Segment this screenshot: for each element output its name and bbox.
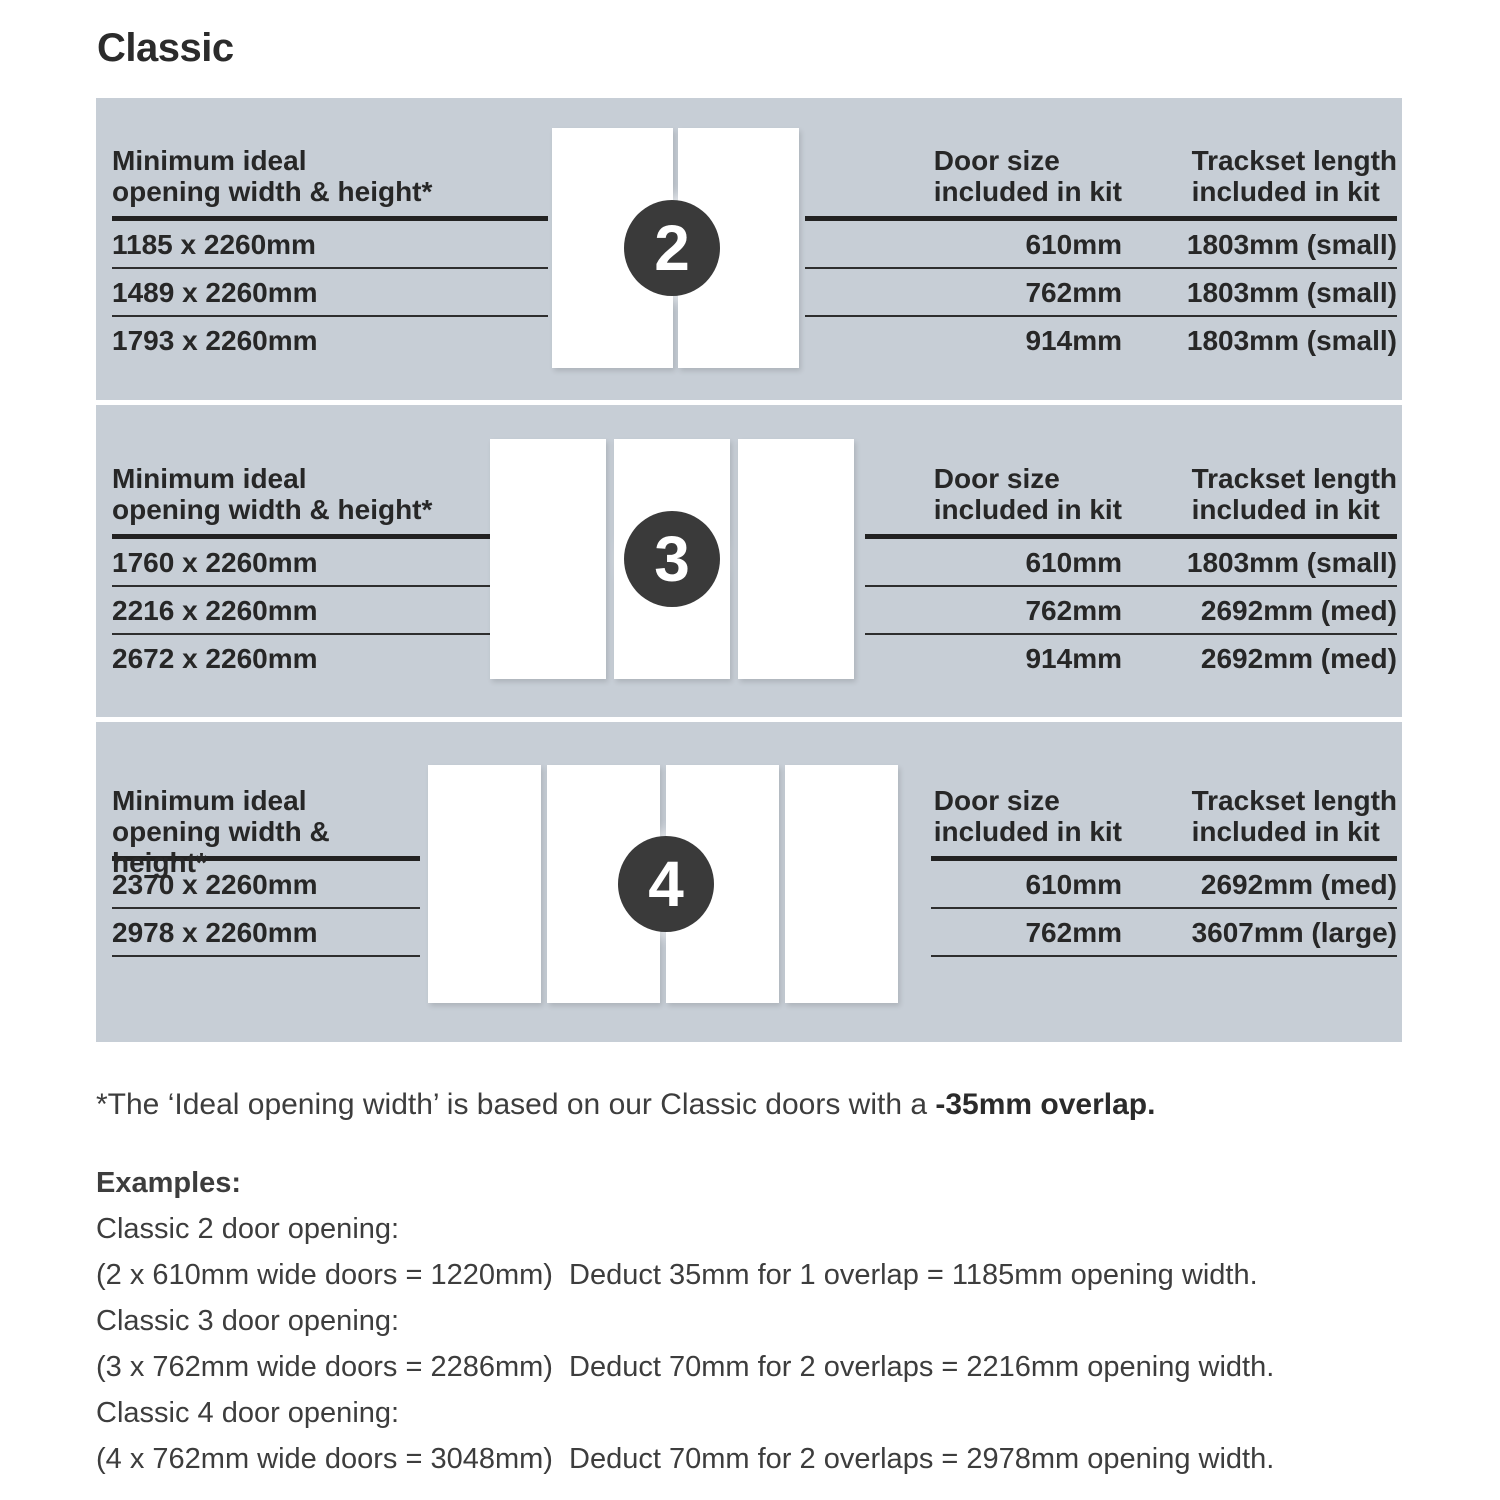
trackset-header-line2: included in kit: [1191, 176, 1380, 207]
header-rule: [112, 534, 548, 539]
opening-header-line2: opening width & height*: [112, 494, 433, 525]
kit-table: Door size included in kit Trackset lengt…: [805, 145, 1397, 365]
kit-table-header: Door size included in kit Trackset lengt…: [865, 463, 1397, 534]
door-size-header-line2: included in kit: [933, 494, 1122, 525]
door-count-number: 2: [654, 212, 690, 284]
example-line: Classic 3 door opening:: [96, 1305, 400, 1337]
opening-header-line1: Minimum ideal: [112, 463, 307, 494]
examples-heading: Examples:: [96, 1167, 242, 1199]
trackset-header-line1: Trackset length: [1191, 463, 1397, 494]
door-size-header-line2: included in kit: [933, 176, 1122, 207]
kit-table: Door size included in kit Trackset lengt…: [865, 463, 1397, 683]
door-size-header-line1: Door size: [933, 463, 1060, 494]
page-title: Classic: [97, 26, 234, 70]
opening-size-value: 2672 x 2260mm: [112, 643, 318, 674]
trackset-header-line1: Trackset length: [1191, 785, 1397, 816]
example-line: Classic 2 door opening:: [96, 1213, 400, 1245]
door-size-value: 762mm: [1025, 277, 1122, 308]
opening-header: Minimum ideal opening width & height*: [112, 785, 420, 878]
trackset-length-value: 2692mm (med): [1200, 869, 1397, 900]
trackset-length-value: 1803mm (small): [1186, 229, 1397, 260]
opening-size-value: 1793 x 2260mm: [112, 325, 318, 356]
kit-table-header: Door size included in kit Trackset lengt…: [931, 785, 1397, 856]
header-rule: [112, 216, 548, 221]
door-panel: [490, 439, 606, 679]
trackset-length-value: 2692mm (med): [1200, 643, 1397, 674]
footnote: *The ‘Ideal opening width’ is based on o…: [96, 1086, 1426, 1124]
door-size-value: 610mm: [1025, 547, 1122, 578]
door-size-value: 610mm: [1025, 869, 1122, 900]
kit-table-header: Door size included in kit Trackset lengt…: [805, 145, 1397, 216]
door-size-header-line1: Door size: [933, 145, 1060, 176]
section-3-door: Minimum ideal opening width & height* 17…: [96, 405, 1402, 717]
door-panel: [738, 439, 854, 679]
trackset-header-line2: included in kit: [1191, 816, 1380, 847]
opening-size-value: 1489 x 2260mm: [112, 269, 548, 317]
example-line: (4 x 762mm wide doors = 3048mm) Deduct 7…: [96, 1443, 1275, 1475]
door-panel: [428, 765, 541, 1003]
kit-table: Door size included in kit Trackset lengt…: [931, 785, 1397, 957]
opening-header-line1: Minimum ideal: [112, 785, 307, 816]
trackset-length-value: 1803mm (small): [1186, 547, 1397, 578]
kit-row: 914mm 2692mm (med): [865, 635, 1397, 683]
trackset-length-value: 2692mm (med): [1200, 595, 1397, 626]
kit-row: 762mm 1803mm (small): [805, 269, 1397, 317]
door-count-badge: 3: [624, 511, 720, 607]
trackset-header-line2: included in kit: [1191, 494, 1380, 525]
door-size-value: 762mm: [1025, 595, 1122, 626]
trackset-length-value: 3607mm (large): [1191, 917, 1397, 948]
opening-header: Minimum ideal opening width & height*: [112, 463, 548, 534]
section-2-door: Minimum ideal opening width & height* 11…: [96, 98, 1402, 400]
opening-header: Minimum ideal opening width & height*: [112, 145, 548, 216]
kit-row: 610mm 1803mm (small): [805, 221, 1397, 269]
opening-header-line1: Minimum ideal: [112, 145, 307, 176]
door-size-header-line1: Door size: [933, 785, 1060, 816]
example-line: (3 x 762mm wide doors = 2286mm) Deduct 7…: [96, 1351, 1275, 1383]
opening-header-line2: opening width & height*: [112, 816, 330, 878]
kit-row: 610mm 1803mm (small): [865, 539, 1397, 587]
section-4-door: Minimum ideal opening width & height* 23…: [96, 722, 1402, 1042]
opening-size-value: 1760 x 2260mm: [112, 539, 548, 587]
door-count-number: 4: [648, 848, 684, 920]
opening-size-value: 2216 x 2260mm: [112, 587, 548, 635]
trackset-header-line1: Trackset length: [1191, 145, 1397, 176]
trackset-length-value: 1803mm (small): [1186, 325, 1397, 356]
door-size-header-line2: included in kit: [933, 816, 1122, 847]
door-size-value: 610mm: [1025, 229, 1122, 260]
door-size-value: 914mm: [1025, 325, 1122, 356]
kit-row: 762mm 3607mm (large): [931, 909, 1397, 957]
door-count-badge: 2: [624, 200, 720, 296]
opening-size-table: Minimum ideal opening width & height* 23…: [112, 785, 420, 957]
examples-block: Examples: Classic 2 door opening: (2 x 6…: [96, 1160, 1446, 1482]
opening-size-value: 1185 x 2260mm: [112, 221, 548, 269]
door-size-value: 762mm: [1025, 917, 1122, 948]
door-count-badge: 4: [618, 836, 714, 932]
footnote-text: *The ‘Ideal opening width’ is based on o…: [96, 1088, 936, 1121]
opening-size-table: Minimum ideal opening width & height* 17…: [112, 463, 548, 683]
footnote-bold: -35mm overlap.: [935, 1088, 1156, 1121]
header-rule: [805, 216, 1397, 221]
header-rule: [865, 534, 1397, 539]
trackset-length-value: 1803mm (small): [1186, 277, 1397, 308]
door-count-number: 3: [654, 523, 690, 595]
opening-size-value: 2370 x 2260mm: [112, 861, 420, 909]
kit-row: 610mm 2692mm (med): [931, 861, 1397, 909]
header-rule: [931, 856, 1397, 861]
opening-size-table: Minimum ideal opening width & height* 11…: [112, 145, 548, 365]
kit-row: 914mm 1803mm (small): [805, 317, 1397, 365]
opening-size-value: 2978 x 2260mm: [112, 909, 420, 957]
door-panel: [785, 765, 898, 1003]
example-line: (2 x 610mm wide doors = 1220mm) Deduct 3…: [96, 1259, 1258, 1291]
header-rule: [112, 856, 420, 861]
opening-header-line2: opening width & height*: [112, 176, 433, 207]
example-line: Classic 4 door opening:: [96, 1397, 400, 1429]
kit-row: 762mm 2692mm (med): [865, 587, 1397, 635]
door-size-value: 914mm: [1025, 643, 1122, 674]
